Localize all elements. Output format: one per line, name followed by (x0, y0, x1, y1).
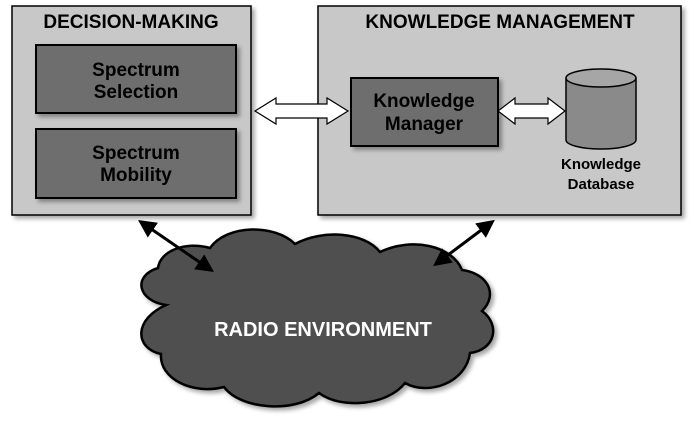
knowledge-manager-line-2: Manager (385, 114, 464, 135)
knowledge-cloud-arrow (433, 219, 495, 267)
knowledge-manager-box: Knowledge Manager (350, 77, 499, 147)
decision-cloud-arrow (138, 219, 214, 273)
spectrum-selection-box-bg (35, 44, 237, 114)
spectrum-mobility-box-bg (35, 128, 237, 199)
database-body (565, 78, 637, 150)
knowledge-management-panel: KNOWLEDGE MANAGEMENT Knowledge Manager K… (317, 5, 682, 216)
radio-environment-cloud (140, 228, 495, 408)
knowledge-database-line-2: Database (568, 176, 635, 193)
spectrum-mobility-line-2: Mobility (100, 165, 172, 186)
spectrum-selection-box: Spectrum Selection (35, 44, 237, 114)
spectrum-mobility-box: Spectrum Mobility (35, 128, 237, 199)
spectrum-selection-line-2: Selection (94, 82, 178, 103)
knowledge-manager-line-1: Knowledge (373, 91, 474, 112)
database-top (565, 68, 637, 88)
knowledge-database-icon (565, 68, 637, 150)
spectrum-mobility-line-1: Spectrum (92, 143, 180, 164)
decision-making-title: DECISION-MAKING (43, 12, 218, 33)
spectrum-selection-line-1: Spectrum (92, 60, 180, 81)
decision-knowledge-double-arrow (253, 96, 350, 126)
knowledge-database-line-1: Knowledge (561, 156, 641, 173)
cloud-shape (140, 228, 495, 408)
knowledge-manager-box-bg (350, 77, 499, 147)
knowledge-management-title: KNOWLEDGE MANAGEMENT (365, 12, 635, 33)
decision-making-panel: DECISION-MAKING Spectrum Selection Spect… (11, 5, 252, 216)
radio-environment-label: RADIO ENVIRONMENT (214, 319, 432, 341)
manager-database-double-arrow (497, 96, 566, 126)
